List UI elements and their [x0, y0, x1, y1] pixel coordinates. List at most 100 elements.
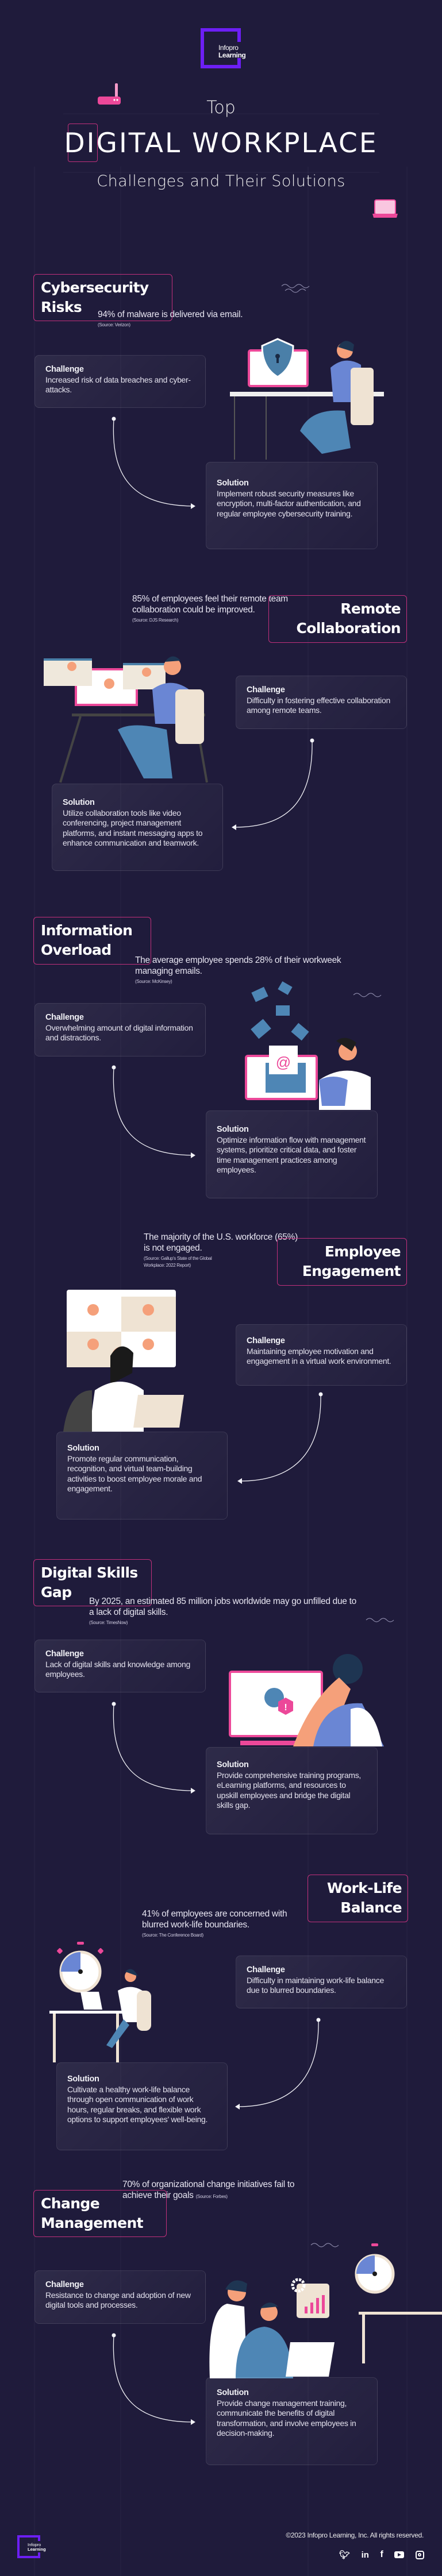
- section-title: Change Management: [33, 2190, 167, 2237]
- g-highlight-box: [68, 124, 98, 162]
- stat-text: 41% of employees are concerned with blur…: [142, 1909, 287, 1930]
- section-title: Employee Engagement: [277, 1238, 407, 1286]
- title-line1: Digital Skills: [41, 1564, 138, 1581]
- challenge-card: Challenge Resistance to change and adopt…: [34, 2270, 206, 2324]
- solution-text: Optimize information flow with managemen…: [217, 1135, 366, 1175]
- stat: The majority of the U.S. workforce (65%)…: [144, 1232, 305, 1269]
- challenge-label: Challenge: [247, 1965, 285, 1975]
- solution-card: Solution Promote regular communication, …: [56, 1432, 228, 1520]
- arrow-5: [113, 1703, 194, 1791]
- solution-label: Solution: [67, 2074, 99, 2084]
- title-line2: Gap: [41, 1584, 72, 1601]
- remote-collaboration-illustration: [44, 656, 208, 783]
- stat-source: (Source: TimesNow): [89, 1620, 128, 1625]
- challenge-text: Overwhelming amount of digital informati…: [45, 1023, 193, 1043]
- arrow-4: [240, 1394, 321, 1482]
- solution-label: Solution: [63, 798, 95, 807]
- challenge-label: Challenge: [247, 1336, 285, 1345]
- title-line2: Balance: [340, 1899, 402, 1916]
- stat-text: 94% of malware is delivered via email.: [98, 310, 243, 319]
- challenge-card: Challenge Maintaining employee motivatio…: [236, 1324, 407, 1386]
- laptop-icon: [372, 199, 398, 218]
- stat-source: (Source: The Conference Board): [142, 1933, 203, 1938]
- challenge-card: Challenge Overwhelming amount of digital…: [34, 1003, 206, 1056]
- section-title: Digital Skills Gap: [33, 1559, 152, 1606]
- instagram-icon[interactable]: [415, 2550, 424, 2559]
- footer-logo-line1: Infopro: [28, 2542, 41, 2547]
- social-links: 🐦︎ in f: [339, 2549, 424, 2560]
- arrow-7: [113, 2335, 194, 2423]
- arrow-1: [113, 418, 194, 507]
- stat-source: (Source: Verizon): [98, 322, 130, 327]
- solution-label: Solution: [217, 1125, 249, 1134]
- challenge-label: Challenge: [45, 365, 84, 374]
- challenge-card: Challenge Increased risk of data breache…: [34, 355, 206, 408]
- solution-card: Solution Implement robust security measu…: [206, 462, 378, 549]
- challenge-text: Increased risk of data breaches and cybe…: [45, 375, 191, 395]
- stat: The average employee spends 28% of their…: [135, 955, 342, 985]
- twitter-icon[interactable]: 🐦︎: [339, 2550, 351, 2560]
- title-line2: Overload: [41, 942, 112, 958]
- challenge-card: Challenge Difficulty in fostering effect…: [236, 676, 407, 729]
- arrow-2: [234, 740, 313, 828]
- page-subtitle: Challenges and Their Solutions: [97, 172, 345, 190]
- stat-text: The average employee spends 28% of their…: [135, 955, 341, 976]
- stat-text: By 2025, an estimated 85 million jobs wo…: [89, 1596, 356, 1617]
- title-line2: Collaboration: [296, 620, 401, 637]
- title-line1: Cybersecurity: [41, 279, 149, 296]
- stat: 70% of organizational change initiatives…: [122, 2179, 318, 2202]
- stat: By 2025, an estimated 85 million jobs wo…: [89, 1596, 359, 1626]
- title-line2: Risks: [41, 299, 82, 315]
- challenge-text: Maintaining employee motivation and enga…: [247, 1346, 391, 1366]
- flow-arrows: [113, 418, 321, 2423]
- title-top: Top: [206, 98, 236, 118]
- challenge-text: Resistance to change and adoption of new…: [45, 2290, 191, 2310]
- stat: 94% of malware is delivered via email. (…: [98, 309, 339, 329]
- solution-text: Cultivate a healthy work-life balance th…: [67, 2084, 208, 2124]
- title-line1: Change: [41, 2195, 100, 2212]
- challenge-label: Challenge: [45, 1013, 84, 1022]
- stat-source: (Source: Gallup's State of the Global Wo…: [144, 1256, 212, 1268]
- stat-source: (Source: McKinsey): [135, 979, 172, 984]
- work-life-balance-illustration: [49, 1942, 151, 2062]
- stat-source: (Source: DJS Research): [132, 618, 179, 623]
- section-title: Cybersecurity Risks: [33, 274, 172, 321]
- logo-line2: Learning: [218, 51, 246, 59]
- router-icon: [98, 83, 121, 105]
- solution-text: Provide comprehensive training programs,…: [217, 1770, 362, 1810]
- solution-text: Promote regular communication, recogniti…: [67, 1453, 202, 1494]
- footer-logo-line2: Learning: [28, 2547, 46, 2552]
- stat: 85% of employees feel their remote team …: [132, 593, 322, 624]
- information-overload-illustration: @: [245, 981, 371, 1110]
- stat-text: The majority of the U.S. workforce (65%)…: [144, 1232, 298, 1253]
- solution-label: Solution: [217, 1760, 249, 1769]
- solution-label: Solution: [217, 2388, 249, 2397]
- solution-card: Solution Cultivate a healthy work-life b…: [56, 2062, 228, 2150]
- section-title: Work-Life Balance: [308, 1875, 408, 1922]
- challenge-label: Challenge: [45, 1649, 84, 1659]
- challenge-text: Lack of digital skills and knowledge amo…: [45, 1659, 190, 1679]
- footer-logo[interactable]: Infopro Learning: [17, 2535, 46, 2558]
- stat-text: 85% of employees feel their remote team …: [132, 594, 288, 615]
- solution-label: Solution: [67, 1444, 99, 1453]
- title-line2: Engagement: [302, 1263, 401, 1279]
- title-line1: Information: [41, 922, 133, 939]
- youtube-icon[interactable]: [394, 2551, 405, 2558]
- solution-text: Provide change management training, comm…: [217, 2398, 356, 2438]
- stat-text: 70% of organizational change initiatives…: [122, 2180, 295, 2200]
- linkedin-icon[interactable]: in: [361, 2550, 369, 2560]
- copyright: ©2023 Infopro Learning, Inc. All rights …: [286, 2531, 424, 2539]
- facebook-icon[interactable]: f: [380, 2550, 383, 2559]
- change-management-illustration: [209, 2243, 442, 2378]
- challenge-text: Difficulty in maintaining work-life bala…: [247, 1975, 384, 1995]
- svg-text:!: !: [284, 1703, 287, 1713]
- title-line1: Work-Life: [326, 1880, 402, 1896]
- solution-label: Solution: [217, 479, 249, 488]
- title-line1: Remote: [340, 600, 401, 617]
- challenge-label: Challenge: [45, 2280, 84, 2289]
- stat: 41% of employees are concerned with blur…: [142, 1908, 314, 1939]
- brand-logo[interactable]: Infopro Learning: [201, 28, 246, 68]
- employee-engagement-illustration: [63, 1290, 184, 1432]
- challenge-label: Challenge: [247, 685, 285, 695]
